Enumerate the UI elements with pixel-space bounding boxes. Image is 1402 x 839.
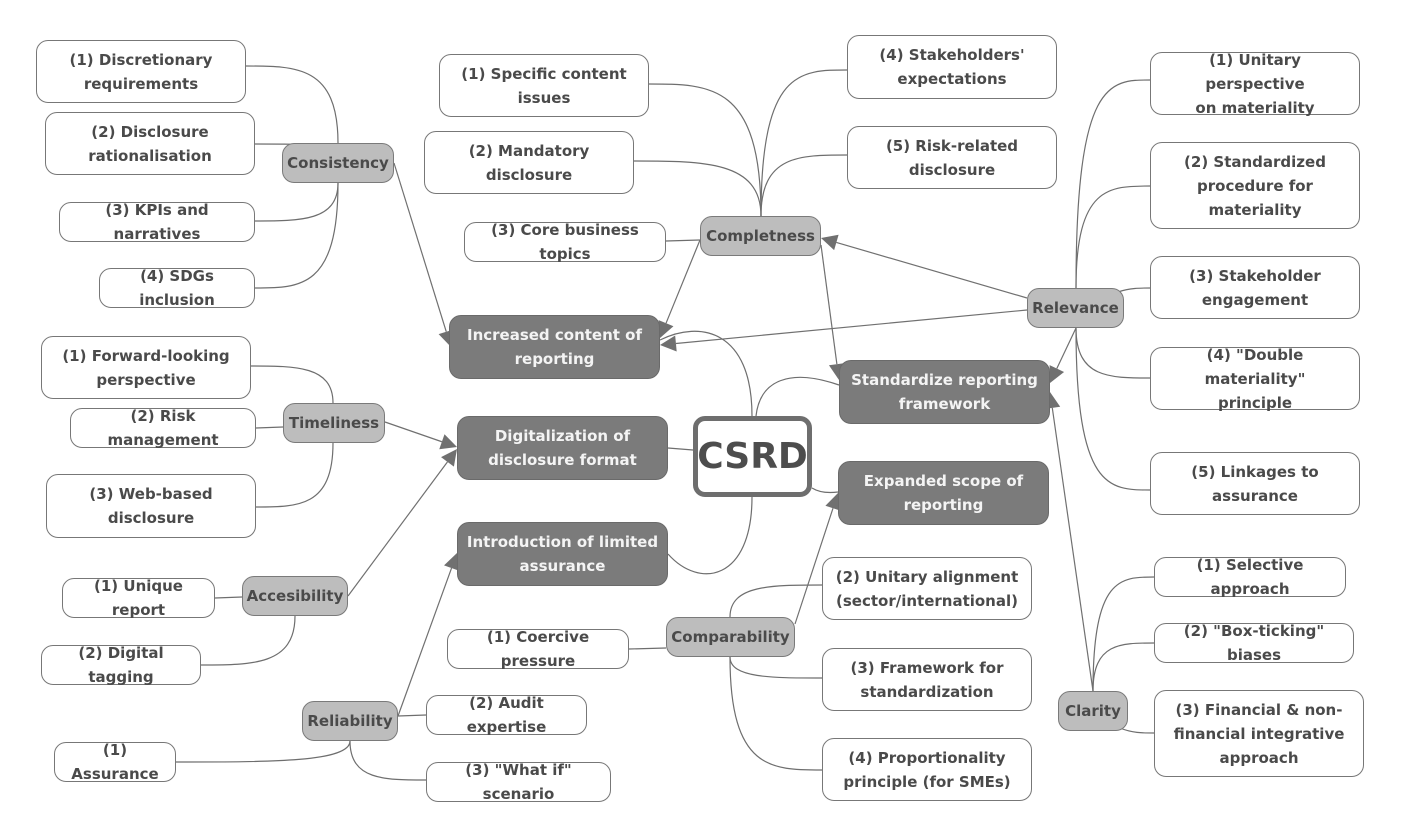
category-relevance[interactable]: Relevance bbox=[1027, 288, 1124, 328]
conn-comparability-4 bbox=[729, 656, 823, 771]
leaf-clarity-2[interactable]: (2) "Box-ticking" biases bbox=[1154, 622, 1354, 664]
leaf-consistency-4[interactable]: (4) SDGs inclusion bbox=[99, 267, 255, 309]
conn-comparability-1 bbox=[628, 647, 667, 650]
arrow-relevance-completness bbox=[821, 234, 1028, 299]
arrow-head bbox=[821, 234, 839, 251]
conn-clarity-3 bbox=[1119, 727, 1155, 734]
conn-root-expanded bbox=[811, 487, 839, 494]
conn-completness-1 bbox=[648, 83, 762, 217]
conn-root-standardize bbox=[755, 376, 840, 417]
conn-root-assurance bbox=[667, 496, 753, 575]
category-consistency[interactable]: Consistency bbox=[282, 143, 394, 183]
conn-reliability-1 bbox=[175, 740, 351, 763]
arrow-head bbox=[1049, 365, 1065, 383]
arrow-shaft bbox=[347, 461, 448, 597]
conn-accesibility-1 bbox=[214, 596, 243, 599]
leaf-completness-4[interactable]: (4) Stakeholders' expectations bbox=[847, 35, 1057, 99]
conn-comparability-2 bbox=[729, 584, 823, 618]
leaf-comparability-4[interactable]: (4) Proportionality principle (for SMEs) bbox=[822, 738, 1032, 801]
arrow-relevance-increased bbox=[660, 309, 1028, 352]
leaf-accesibility-1[interactable]: (1) Unique report bbox=[62, 577, 215, 619]
leaf-reliability-3[interactable]: (3) "What if" scenario bbox=[426, 761, 611, 803]
arrow-shaft bbox=[836, 241, 1028, 299]
theme-limited-assurance[interactable]: Introduction of limited assurance bbox=[457, 522, 668, 586]
conn-clarity-2 bbox=[1092, 642, 1155, 692]
arrow-relevance-standardize bbox=[1049, 327, 1077, 383]
arrow-head bbox=[441, 449, 457, 467]
leaf-consistency-2[interactable]: (2) Disclosure rationalisation bbox=[45, 112, 255, 175]
conn-consistency-3 bbox=[254, 182, 339, 222]
conn-timeliness-1 bbox=[250, 365, 334, 404]
leaf-relevance-5[interactable]: (5) Linkages to assurance bbox=[1150, 452, 1360, 515]
conn-consistency-1 bbox=[245, 65, 339, 144]
conn-completness-3 bbox=[665, 239, 701, 242]
conn-relevance-1 bbox=[1075, 79, 1151, 289]
arrow-head bbox=[439, 434, 457, 450]
arrow-shaft bbox=[1051, 407, 1094, 692]
arrow-shaft bbox=[384, 421, 443, 443]
conn-accesibility-2 bbox=[200, 615, 296, 666]
leaf-reliability-1[interactable]: (1) Assurance bbox=[54, 741, 176, 783]
arrow-head bbox=[660, 335, 677, 352]
category-completness[interactable]: Completness bbox=[700, 216, 821, 256]
conn-relevance-2 bbox=[1075, 185, 1151, 289]
category-timeliness[interactable]: Timeliness bbox=[283, 403, 385, 443]
leaf-comparability-2[interactable]: (2) Unitary alignment (sector/internatio… bbox=[822, 557, 1032, 620]
leaf-relevance-4[interactable]: (4) "Double materiality" principle bbox=[1150, 346, 1360, 412]
arrow-shaft bbox=[1056, 327, 1077, 369]
theme-digitalization[interactable]: Digitalization of disclosure format bbox=[457, 416, 668, 480]
leaf-completness-3[interactable]: (3) Core business topics bbox=[464, 221, 666, 263]
conn-relevance-5 bbox=[1075, 327, 1151, 491]
conn-relevance-4 bbox=[1075, 327, 1151, 379]
conn-root-digitalization bbox=[667, 447, 694, 451]
arrow-accesibility-digitalization bbox=[347, 449, 457, 597]
leaf-reliability-2[interactable]: (2) Audit expertise bbox=[426, 694, 587, 736]
leaf-relevance-1[interactable]: (1) Unitary perspective on materiality bbox=[1150, 51, 1360, 117]
arrow-shaft bbox=[820, 244, 838, 365]
theme-increased-content[interactable]: Increased content of reporting bbox=[449, 315, 660, 379]
arrow-timeliness-digitalization bbox=[384, 421, 457, 450]
conn-relevance-3 bbox=[1117, 287, 1151, 293]
conn-reliability-2 bbox=[397, 714, 427, 717]
theme-standardize-framework[interactable]: Standardize reporting framework bbox=[839, 360, 1050, 424]
arrow-clarity-standardize bbox=[1044, 392, 1094, 692]
leaf-relevance-3[interactable]: (3) Stakeholder engagement bbox=[1150, 256, 1360, 319]
conn-timeliness-3 bbox=[255, 442, 334, 508]
leaf-completness-2[interactable]: (2) Mandatory disclosure bbox=[424, 131, 634, 194]
leaf-comparability-1[interactable]: (1) Coercive pressure bbox=[447, 628, 629, 670]
arrow-completness-standardize bbox=[820, 244, 845, 380]
conn-clarity-1 bbox=[1092, 576, 1155, 692]
category-comparability[interactable]: Comparability bbox=[666, 617, 795, 657]
arrow-shaft bbox=[675, 309, 1028, 345]
root-node-csrd[interactable]: CSRD bbox=[693, 416, 812, 497]
conn-consistency-4 bbox=[254, 182, 339, 289]
leaf-clarity-3[interactable]: (3) Financial & non- financial integrati… bbox=[1154, 690, 1364, 777]
arrow-shaft bbox=[665, 239, 701, 324]
leaf-accesibility-2[interactable]: (2) Digital tagging bbox=[41, 644, 201, 686]
leaf-completness-5[interactable]: (5) Risk-related disclosure bbox=[847, 126, 1057, 189]
arrow-head bbox=[658, 320, 674, 338]
category-clarity[interactable]: Clarity bbox=[1058, 691, 1128, 731]
conn-timeliness-2 bbox=[255, 426, 284, 429]
leaf-timeliness-3[interactable]: (3) Web-based disclosure bbox=[46, 474, 256, 538]
leaf-comparability-3[interactable]: (3) Framework for standardization bbox=[822, 648, 1032, 711]
conn-reliability-3 bbox=[349, 740, 427, 781]
leaf-completness-1[interactable]: (1) Specific content issues bbox=[439, 54, 649, 117]
conn-completness-2 bbox=[633, 160, 762, 217]
leaf-consistency-1[interactable]: (1) Discretionary requirements bbox=[36, 40, 246, 103]
conn-completness-4 bbox=[760, 69, 848, 217]
category-reliability[interactable]: Reliability bbox=[302, 701, 398, 741]
conn-completness-5 bbox=[760, 154, 848, 217]
leaf-clarity-1[interactable]: (1) Selective approach bbox=[1154, 556, 1346, 598]
conn-root-increased bbox=[659, 330, 753, 417]
leaf-timeliness-1[interactable]: (1) Forward-looking perspective bbox=[41, 336, 251, 399]
leaf-consistency-3[interactable]: (3) KPIs and narratives bbox=[59, 201, 255, 243]
conn-comparability-3 bbox=[729, 656, 823, 679]
leaf-timeliness-2[interactable]: (2) Risk management bbox=[70, 407, 256, 449]
leaf-relevance-2[interactable]: (2) Standardized procedure for materiali… bbox=[1150, 142, 1360, 229]
category-accesibility[interactable]: Accesibility bbox=[242, 576, 348, 616]
theme-expanded-scope[interactable]: Expanded scope of reporting bbox=[838, 461, 1049, 525]
